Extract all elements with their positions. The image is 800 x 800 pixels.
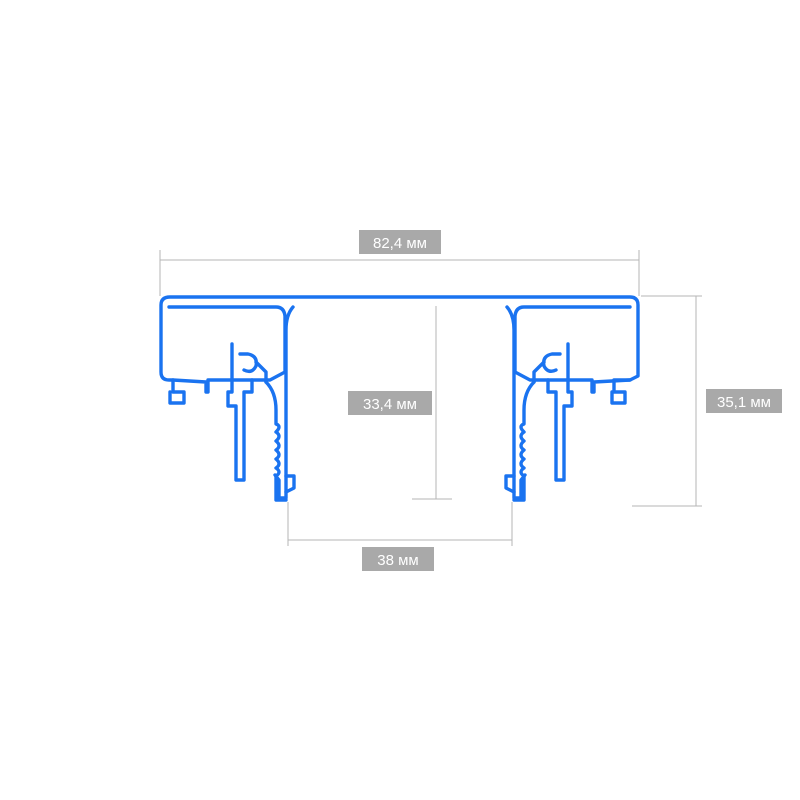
profile-right-lower-lip bbox=[504, 474, 516, 494]
profile-right-web bbox=[505, 305, 527, 500]
inner-height-label-box bbox=[348, 391, 432, 415]
profile-right-leg bbox=[546, 342, 574, 482]
aluminium-profile bbox=[159, 295, 640, 502]
profile-right-serrated-rail bbox=[512, 380, 536, 502]
opening-label: 38 мм bbox=[377, 552, 418, 569]
opening-label-box bbox=[362, 547, 434, 571]
profile-left-web bbox=[273, 305, 295, 500]
inner-height-label: 33,4 мм bbox=[363, 396, 417, 413]
width-dimension: 82,4 мм bbox=[159, 230, 640, 296]
total-height-dimension: 35,1 мм bbox=[632, 295, 782, 507]
total-height-label: 35,1 мм bbox=[717, 394, 771, 411]
profile-left-hook bbox=[238, 352, 268, 384]
profile-left-leg bbox=[226, 342, 254, 482]
profile-right-hook bbox=[532, 352, 562, 384]
opening-dimension: 38 мм bbox=[287, 502, 513, 571]
total-height-label-box bbox=[706, 389, 782, 413]
profile-left-lower-lip bbox=[284, 474, 296, 494]
profile-top-flange bbox=[159, 295, 640, 405]
profile-left-serrated-rail bbox=[264, 380, 288, 502]
profile-right-chamber bbox=[513, 305, 632, 394]
width-label-box bbox=[359, 230, 441, 254]
inner-height-dimension: 33,4 мм bbox=[348, 306, 452, 500]
width-label: 82,4 мм bbox=[373, 235, 427, 252]
profile-left-chamber bbox=[167, 305, 287, 394]
